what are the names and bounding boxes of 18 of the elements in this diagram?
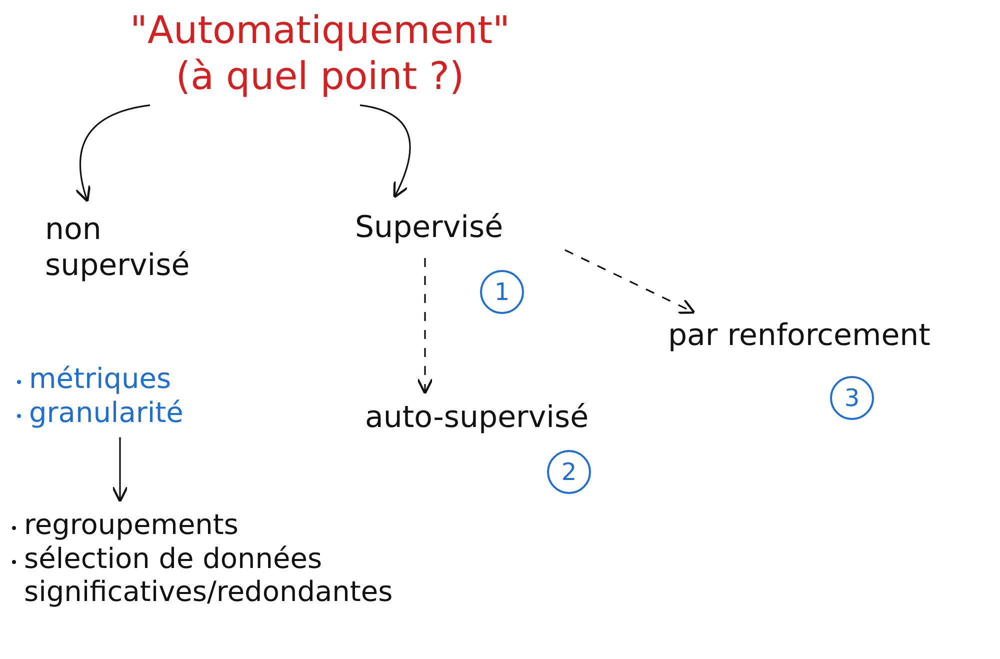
node-text: par renforcement [668,318,932,354]
arrow [360,104,411,198]
node-text: auto-supervisé [365,400,590,436]
list-item: métriques [15,362,285,396]
list-item: sélection de données significatives/redondantes [10,542,660,609]
list-item: regroupements [10,508,660,542]
node-text: non supervisé [45,212,191,284]
callout-number: 1 [480,270,524,314]
callout-number: 3 [830,376,874,420]
heading-text: (à quel point ?) [174,54,466,100]
arrow [75,104,150,202]
dashed-arrow [416,258,434,395]
list-item: granularité [15,396,285,430]
node-text: Supervisé [355,210,504,246]
arrow [112,437,128,503]
callout-number: 2 [547,450,591,494]
heading-text: "Automatiquement" [129,8,511,54]
dashed-arrow [564,249,696,314]
